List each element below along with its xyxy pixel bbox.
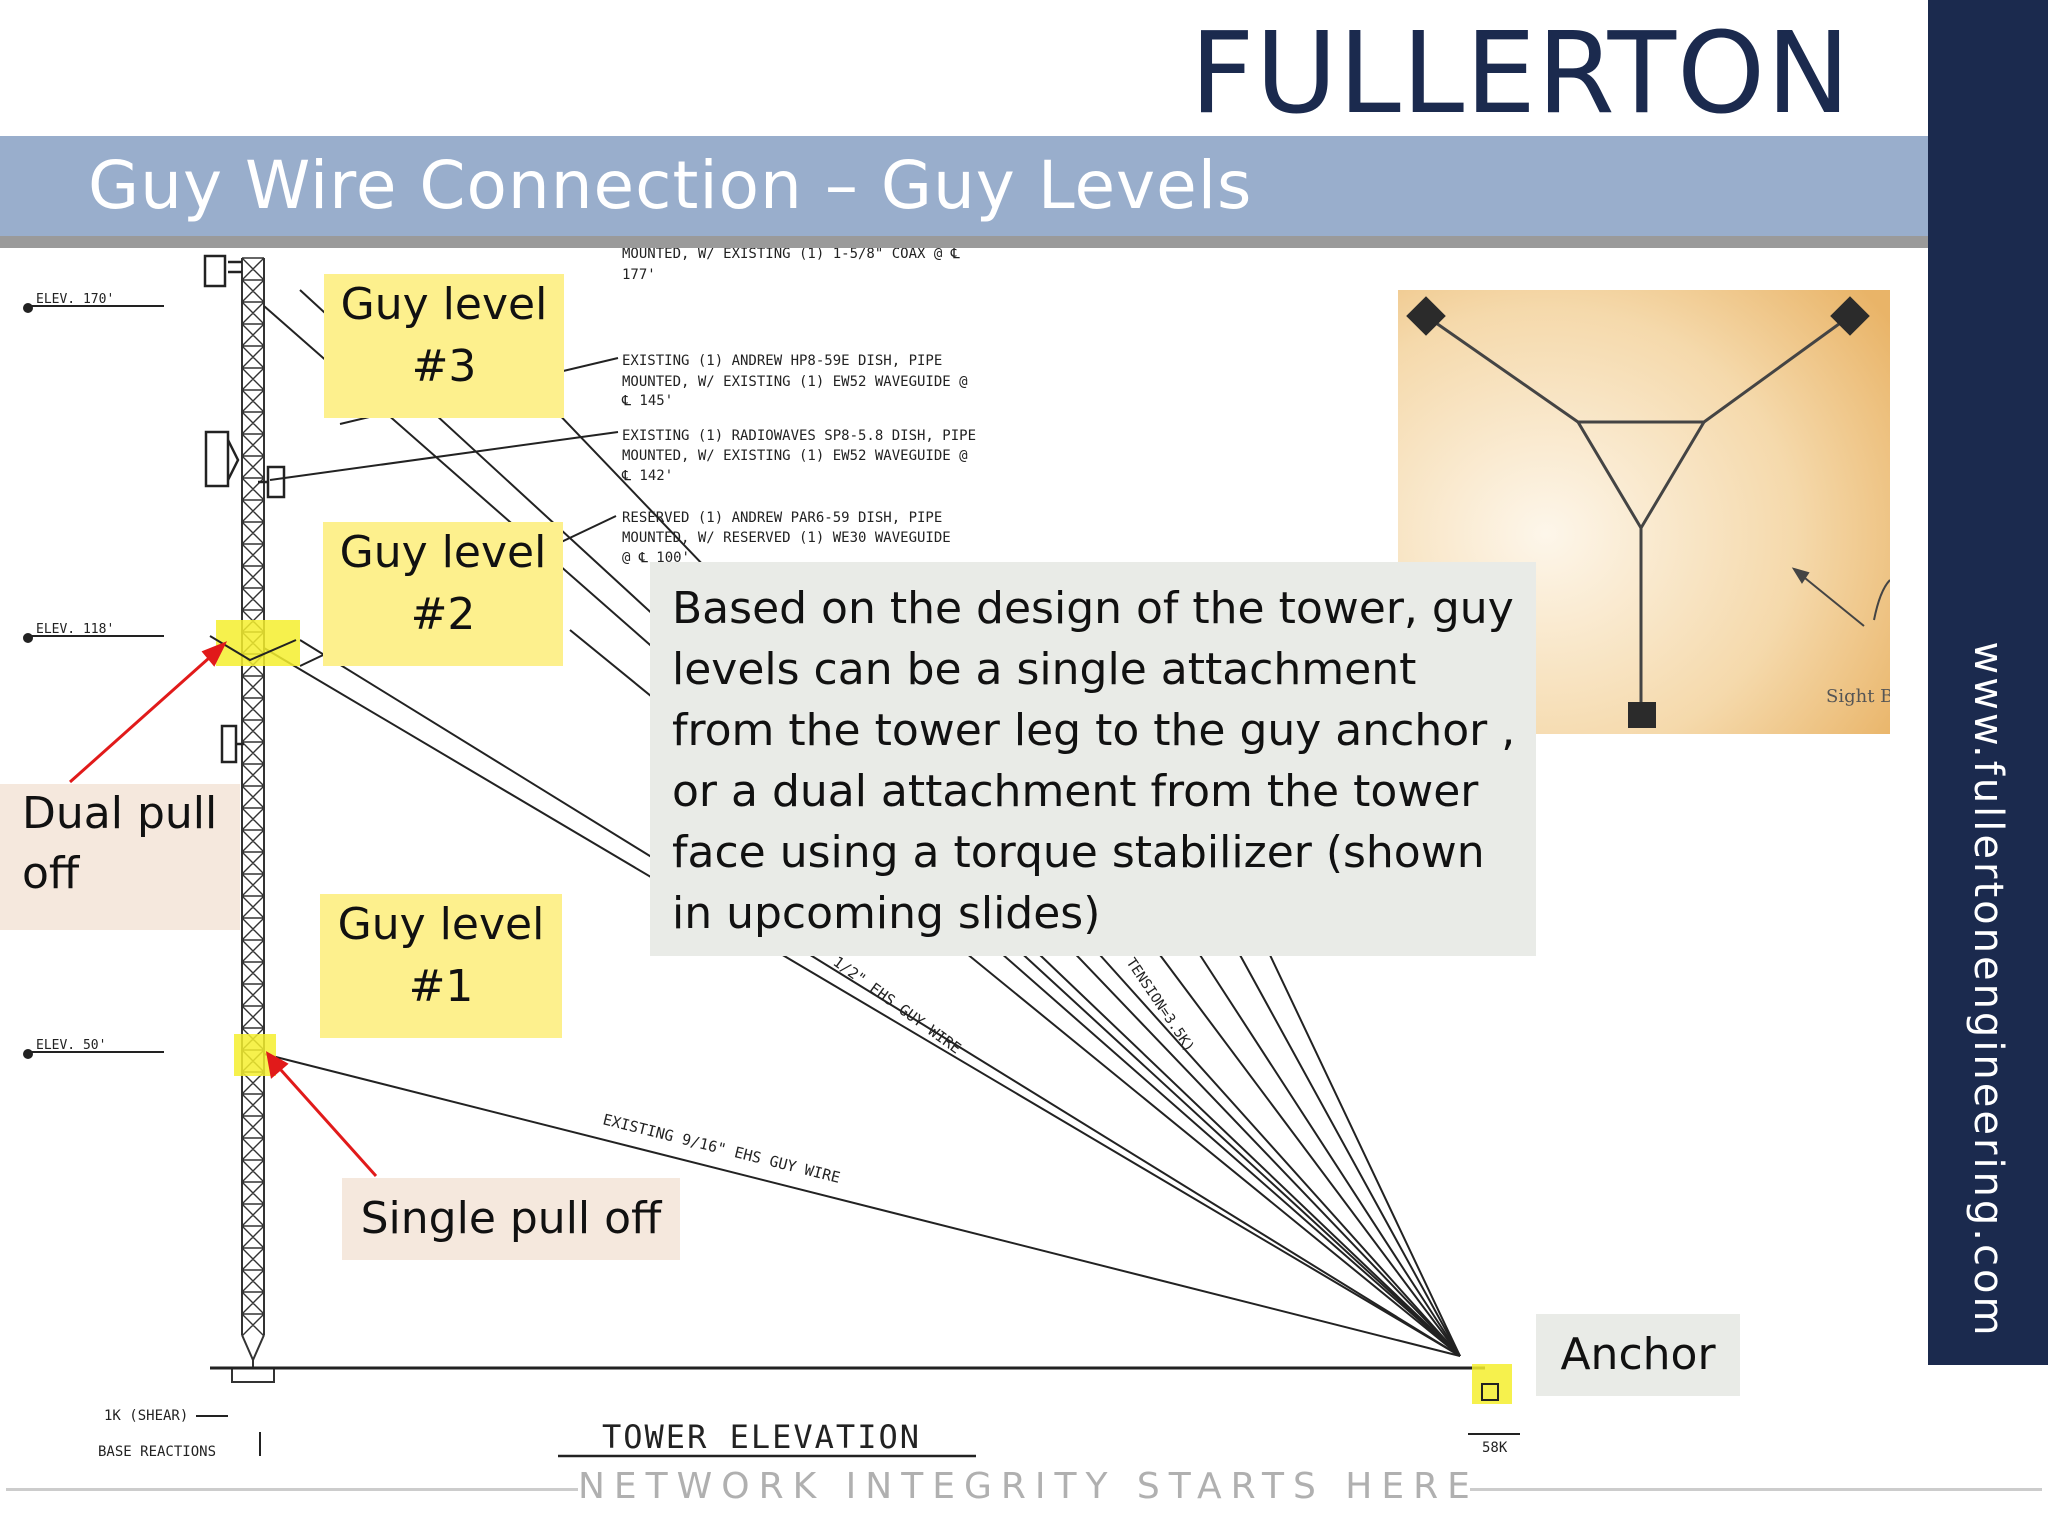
single-pull-off-label: Single pull off: [342, 1178, 680, 1260]
svg-text:MOUNTED, W/ EXISTING (1) EW52: MOUNTED, W/ EXISTING (1) EW52 WAVEGUIDE …: [622, 448, 968, 464]
tension-label: TENSION=3.5K): [1123, 955, 1198, 1055]
plan-sight-label: Sight B: [1826, 686, 1890, 707]
guy-level-1-label: Guy level#1: [320, 894, 562, 1038]
brand-sidebar: www.fullertonengineering.com: [1928, 0, 2048, 1365]
wire-label-upper: 1/2" EHS GUY WIRE: [830, 953, 965, 1058]
footer-rule-left: [6, 1488, 578, 1491]
anchor-label: Anchor: [1536, 1314, 1740, 1396]
svg-text:177': 177': [622, 267, 656, 283]
red-arrows: [69, 641, 378, 1178]
svg-text:RESERVED (1) ANDREW PAR6-59 DI: RESERVED (1) ANDREW PAR6-59 DISH, PIPE: [622, 510, 942, 526]
drawing-callouts: MOUNTED, W/ EXISTING (1) 1-5/8" COAX @ ℄…: [621, 248, 976, 566]
footer-tagline: NETWORK INTEGRITY STARTS HERE: [578, 1466, 1479, 1507]
base-shear: 1K (SHEAR): [104, 1408, 188, 1424]
company-logo: FULLERTON: [1190, 9, 1851, 139]
guy-level-2-label: Guy level#2: [323, 522, 563, 666]
svg-text:℄ 145': ℄ 145': [621, 393, 673, 409]
elevation-markers: ELEV. 170' ELEV. 118' ELEV. 50': [23, 292, 164, 1059]
svg-text:MOUNTED, W/ EXISTING (1) EW52: MOUNTED, W/ EXISTING (1) EW52 WAVEGUIDE …: [622, 374, 968, 390]
elev-50: ELEV. 50': [36, 1038, 106, 1053]
drawing-title: TOWER ELEVATION: [602, 1418, 921, 1456]
base-reactions: BASE REACTIONS: [98, 1444, 216, 1460]
svg-text:MOUNTED, W/ EXISTING (1) 1-5/8: MOUNTED, W/ EXISTING (1) 1-5/8" COAX @ ℄: [622, 248, 960, 262]
elev-170: ELEV. 170': [36, 292, 114, 307]
elev-118: ELEV. 118': [36, 622, 114, 637]
svg-text:℄ 142': ℄ 142': [621, 468, 673, 484]
website-url: www.fullertonengineering.com: [1965, 641, 2011, 1339]
title-bar: Guy Wire Connection – Guy Levels: [0, 136, 1928, 248]
svg-text:EXISTING (1) ANDREW HP8-59E DI: EXISTING (1) ANDREW HP8-59E DISH, PIPE: [622, 353, 942, 369]
anchor-load: 58K: [1482, 1440, 1508, 1456]
explanation-note: Based on the design of the tower, guy le…: [650, 562, 1536, 956]
mast-antennas: [203, 254, 286, 764]
guy-level-3-label: Guy level#3: [324, 274, 564, 418]
svg-text:MOUNTED, W/ RESERVED (1) WE30: MOUNTED, W/ RESERVED (1) WE30 WAVEGUIDE: [622, 530, 951, 546]
slide-title: Guy Wire Connection – Guy Levels: [88, 147, 1253, 224]
svg-text:EXISTING (1) RADIOWAVES SP8-5.: EXISTING (1) RADIOWAVES SP8-5.8 DISH, PI…: [622, 428, 976, 444]
footer-rule-right: [1470, 1488, 2042, 1491]
